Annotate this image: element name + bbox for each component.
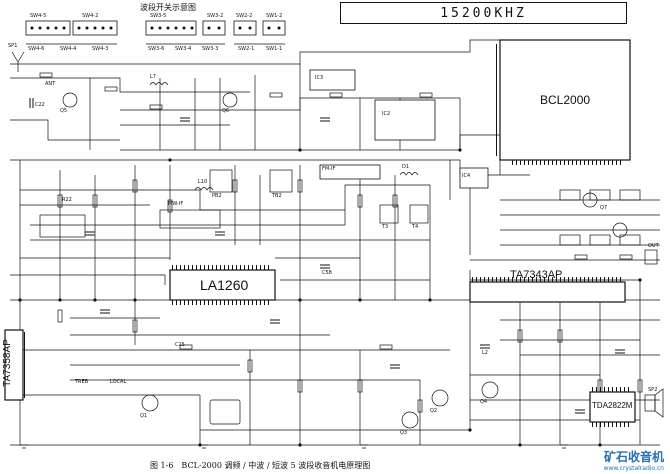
component-label: OUT xyxy=(648,243,659,249)
switch-label: SW4-4 xyxy=(60,46,77,52)
components xyxy=(11,51,664,449)
component-label: Q6 xyxy=(222,108,230,114)
la1260-label: LA1260 xyxy=(200,277,249,293)
site-watermark: 矿石收音机 www.crystalradio.cn xyxy=(604,448,664,472)
switch-label: SW1-2 xyxy=(266,13,283,19)
figure-caption: 图 1-6 BCL-2000 调频 / 中波 / 短波 5 波段收音机电原理图 xyxy=(150,461,371,470)
component-label: ANT xyxy=(45,81,56,87)
component-label: Q2 xyxy=(430,408,438,414)
component-label: PB2 xyxy=(212,193,222,199)
switch-label: SW3-6 xyxy=(148,46,165,52)
lcd-frequency-display: 15200KHZ xyxy=(340,2,627,24)
component-label: C22 xyxy=(35,102,45,108)
component-label: SP2 xyxy=(648,387,658,393)
watermark-name: 矿石收音机 xyxy=(603,450,664,464)
ta7343ap-chip xyxy=(469,277,626,303)
aux-chips xyxy=(309,69,489,189)
component-label: C15 xyxy=(175,342,185,348)
switch-label: SW3-3 xyxy=(202,46,219,52)
ta7343ap-label: TA7343AP xyxy=(510,269,563,281)
switch-label: SW4-6 xyxy=(28,46,45,52)
switch-label: SW4-5 xyxy=(30,13,47,19)
component-label: IC4 xyxy=(462,173,471,179)
switch-label: SW4-2 xyxy=(82,13,99,19)
component-label: Q1 xyxy=(140,413,148,419)
bcl2000-chip xyxy=(495,39,631,165)
component-label: D1 xyxy=(402,164,410,170)
component-label: Q5 xyxy=(60,108,68,114)
component-label: TREB xyxy=(75,379,89,385)
component-label: L10 xyxy=(198,179,208,185)
la1260-chip xyxy=(169,265,276,305)
component-label: IC3 xyxy=(315,75,324,81)
component-label: TB2 xyxy=(272,193,282,199)
component-label: R22 xyxy=(62,197,72,203)
ta7358ap-chip xyxy=(4,329,28,401)
component-label: L7 xyxy=(150,74,156,80)
component-label: IC2 xyxy=(382,111,391,117)
component-label: FM-IF xyxy=(322,166,336,172)
component-label: T3 xyxy=(382,224,389,230)
switch-label: SW3-4 xyxy=(175,46,192,52)
watermark-url: www.crystalradio.cn xyxy=(603,465,664,472)
component-label: Q3 xyxy=(400,430,408,436)
switch-label: SW2-2 xyxy=(236,13,253,19)
component-label: Q4 xyxy=(480,399,488,405)
band-switch-diagram xyxy=(25,20,286,45)
tda2822m-label: TDA2822M xyxy=(592,401,633,410)
component-label: SP1 xyxy=(8,43,18,49)
switch-label: SW4-3 xyxy=(92,46,109,52)
switch-label: SW1-1 xyxy=(266,46,283,52)
switch-label: SW2-1 xyxy=(238,46,255,52)
component-label: Q7 xyxy=(600,205,608,211)
component-label: C58 xyxy=(322,270,332,276)
band-switch-title: 波段开关示意图 xyxy=(140,3,196,12)
component-label: T4 xyxy=(412,224,419,230)
component-label: LOCAL xyxy=(110,379,127,385)
switch-label: SW3-2 xyxy=(207,13,224,19)
tda2822m-chip xyxy=(589,387,636,427)
wiring xyxy=(10,39,660,446)
component-label: L2 xyxy=(482,350,488,356)
ta7358ap-label: TA7358AP xyxy=(1,339,13,387)
switch-label: SW3-5 xyxy=(150,13,167,19)
component-label: MW-IF xyxy=(168,201,184,207)
bcl2000-label: BCL2000 xyxy=(540,93,591,107)
